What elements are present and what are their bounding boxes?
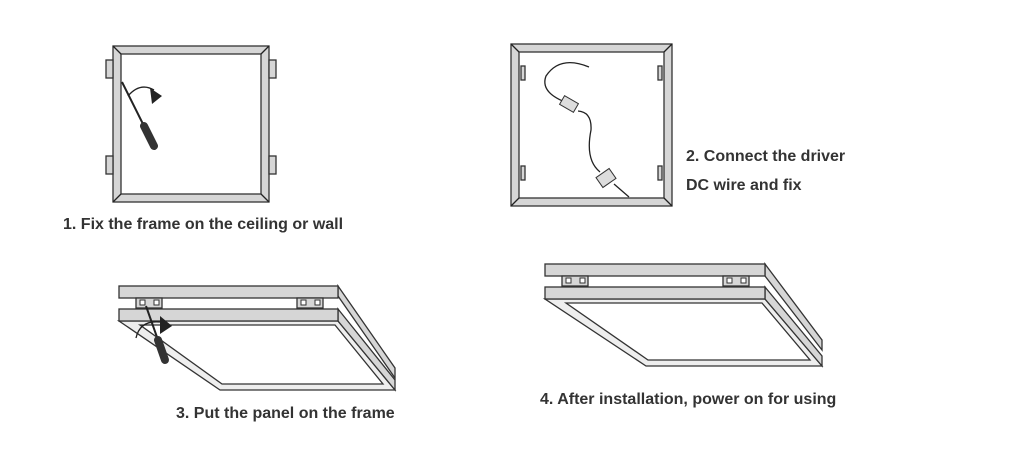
screwdriver-icon — [121, 81, 158, 150]
driver-wire-icon — [544, 61, 630, 198]
step1-label: 1. Fix the frame on the ceiling or wall — [63, 216, 343, 233]
step4-label: 4. After installation, power on for usin… — [540, 391, 836, 408]
step3-panel-illustration — [116, 283, 397, 392]
screwdriver-icon — [145, 305, 169, 364]
rotation-arrow-icon — [135, 316, 172, 339]
step2-frame-illustration — [510, 43, 673, 207]
step1-frame-illustration — [105, 45, 277, 203]
rotation-arrow-icon — [127, 86, 162, 104]
step4-panel-illustration — [542, 262, 824, 368]
step3-label: 3. Put the panel on the frame — [176, 405, 395, 422]
step2-label-line2: DC wire and fix — [686, 177, 802, 194]
step2-label-line1: 2. Connect the driver — [686, 148, 845, 165]
